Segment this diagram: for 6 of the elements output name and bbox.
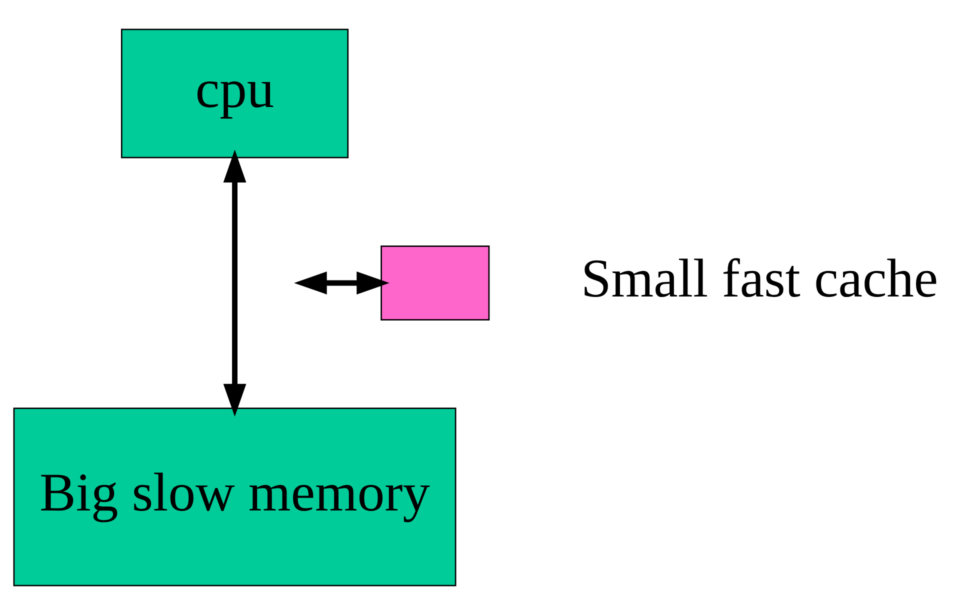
node-label: Small fast cache [580, 248, 938, 309]
node-box: cpu [120, 28, 349, 158]
arrow [223, 150, 246, 417]
node-box: Big slow memory [13, 408, 456, 586]
node-box [380, 245, 490, 320]
arrow [294, 272, 390, 294]
